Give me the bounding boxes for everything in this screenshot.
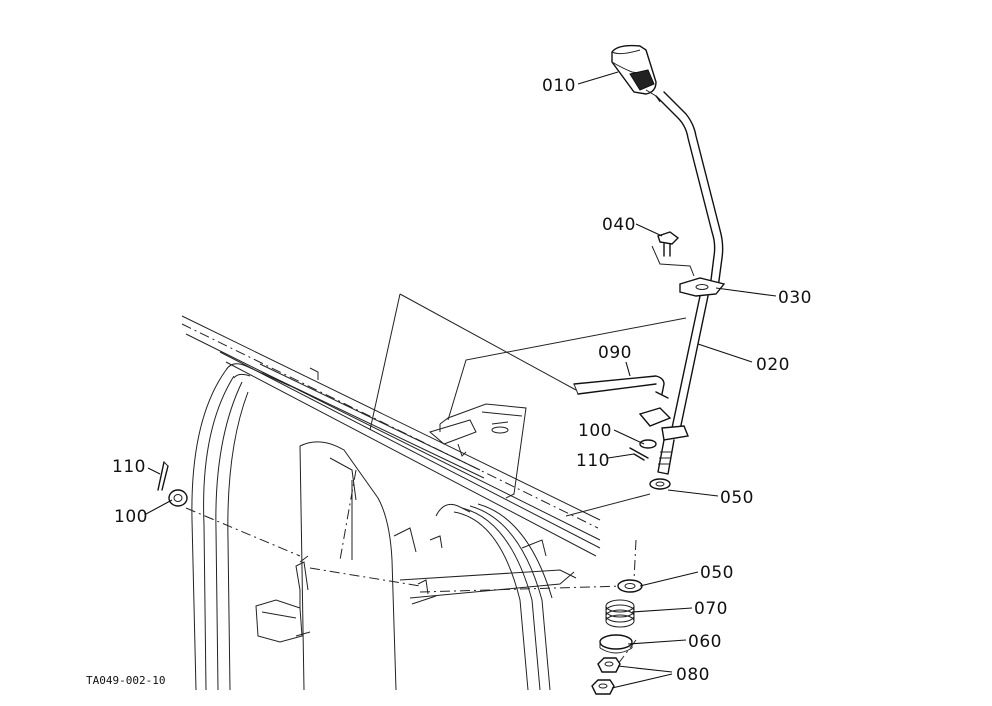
callout-100-left: 100 (114, 507, 148, 527)
washer-050-upper (649, 478, 671, 490)
washer-100-left (168, 489, 188, 507)
shift-lever-upper-rod (655, 91, 724, 289)
callout-050-upper: 050 (720, 488, 754, 508)
pin-110-right (629, 447, 649, 461)
nut-080-upper (597, 657, 621, 673)
bolt-040 (657, 231, 680, 257)
drawing-code: TA049-002-10 (86, 674, 165, 687)
linkage-rod-090 (573, 375, 672, 427)
callout-labels: 010 040 030 090 020 100 110 050 050 070 … (86, 76, 812, 687)
shift-lever-lower-rod (657, 295, 709, 475)
callout-100-right: 100 (578, 421, 612, 441)
callout-110-left: 110 (112, 457, 146, 477)
leader-lines (145, 71, 777, 689)
shift-lever-knob (611, 44, 661, 103)
callout-040: 040 (602, 215, 636, 235)
cab-frame (181, 315, 601, 691)
washer-100-right (639, 439, 657, 449)
callout-110-right: 110 (576, 451, 610, 471)
callout-080: 080 (676, 665, 710, 685)
mounting-bracket (428, 403, 527, 499)
lever-plate (679, 277, 726, 297)
callout-030: 030 (778, 288, 812, 308)
callout-010: 010 (542, 76, 576, 96)
callout-090: 090 (598, 343, 632, 363)
callout-060: 060 (688, 632, 722, 652)
pin-110-left (157, 461, 169, 491)
callout-070: 070 (694, 599, 728, 619)
washer-050-lower (617, 579, 643, 593)
callout-050-lower: 050 (700, 563, 734, 583)
assembly-guide-lines (185, 245, 695, 665)
collar-060 (599, 634, 633, 654)
nut-080-lower (591, 679, 615, 695)
spring-070 (605, 599, 635, 628)
callout-020: 020 (756, 355, 790, 375)
